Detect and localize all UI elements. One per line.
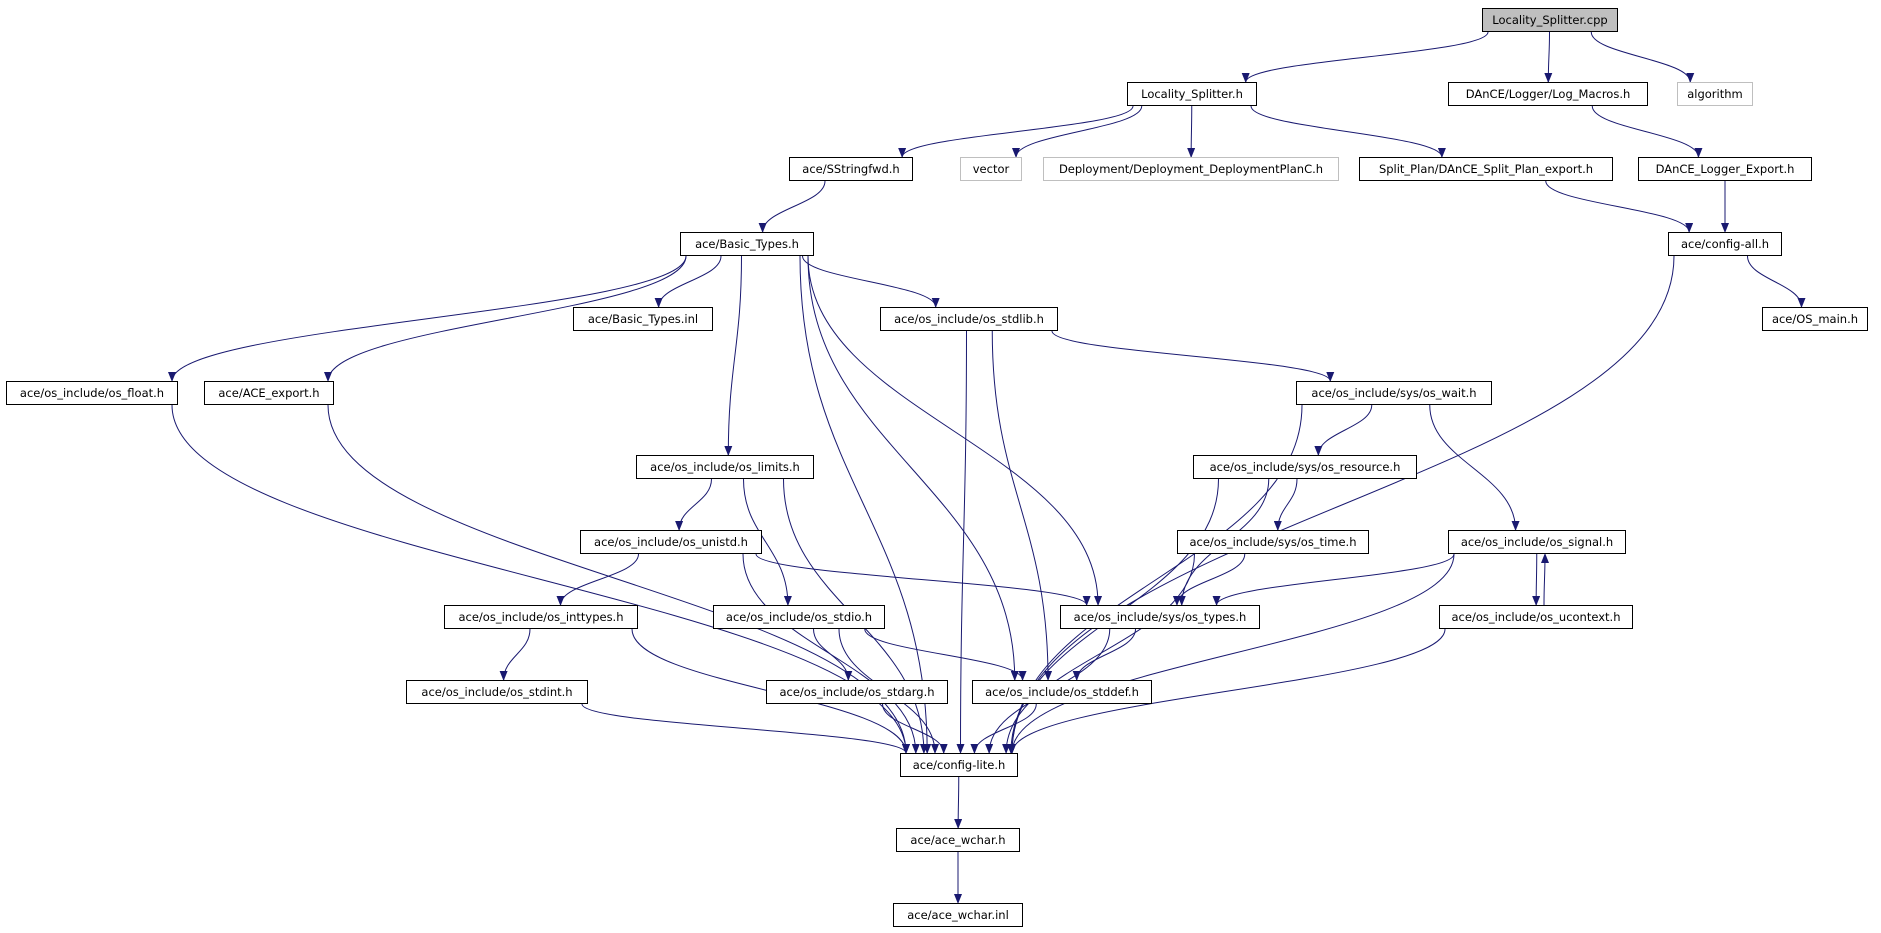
edge-os_ucontext_h-to-config_lite_h (1008, 628, 1446, 754)
node-ace-export-h[interactable]: ace/ACE_export.h (204, 381, 334, 405)
edge-basic_types_h-to-os_float_h (168, 255, 687, 382)
node-os-signal-h[interactable]: ace/os_include/os_signal.h (1448, 530, 1626, 554)
node-vector: vector (960, 157, 1022, 181)
edge-basic_types_h-to-os_types_h (807, 255, 1103, 606)
node-deployment-plan-h: Deployment/Deployment_DeploymentPlanC.h (1043, 157, 1339, 181)
node-algorithm: algorithm (1677, 82, 1753, 106)
edge-log_macros_h-to-logger_export_h (1591, 105, 1703, 158)
edge-os_stdlib_h-to-os_stddef_h (991, 330, 1053, 681)
node-ace-wchar-inl[interactable]: ace/ace_wchar.inl (893, 903, 1023, 927)
edge-config_all_h-to-os_main_h (1747, 255, 1806, 308)
node-locality-splitter-h[interactable]: Locality_Splitter.h (1127, 82, 1257, 106)
edge-os_types_h-to-os_stddef_h (1072, 628, 1136, 681)
node-log-macros-h[interactable]: DAnCE/Logger/Log_Macros.h (1448, 82, 1648, 106)
node-split-plan-export-h[interactable]: Split_Plan/DAnCE_Split_Plan_export.h (1359, 157, 1613, 181)
edge-os_signal_h-to-os_ucontext_h (1532, 553, 1541, 606)
node-sstringfwd-h[interactable]: ace/SStringfwd.h (789, 157, 913, 181)
edge-os_resource_h-to-os_time_h (1273, 478, 1298, 531)
edge-os_stdio_h-to-os_stdarg_h (813, 628, 853, 681)
node-os-unistd-h[interactable]: ace/os_include/os_unistd.h (580, 530, 762, 554)
node-os-limits-h[interactable]: ace/os_include/os_limits.h (636, 455, 814, 479)
edge-os_inttypes_h-to-os_stdint_h (499, 628, 531, 681)
edge-os_limits_h-to-os_stdio_h (743, 478, 792, 606)
node-os-stddef-h[interactable]: ace/os_include/os_stddef.h (972, 680, 1152, 704)
node-os-stdlib-h[interactable]: ace/os_include/os_stdlib.h (880, 307, 1058, 331)
node-os-types-h[interactable]: ace/os_include/sys/os_types.h (1060, 605, 1260, 629)
edge-os_stdlib_h-to-config_lite_h (956, 330, 967, 754)
node-os-stdint-h[interactable]: ace/os_include/os_stdint.h (406, 680, 588, 704)
node-basic-types-h[interactable]: ace/Basic_Types.h (680, 232, 814, 256)
edge-os_wait_h-to-os_signal_h (1429, 404, 1520, 531)
edge-basic_types_h-to-config_lite_h (799, 255, 932, 754)
edge-os_stdlib_h-to-os_wait_h (1051, 330, 1335, 382)
edge-split_plan_export_h-to-config_all_h (1545, 180, 1694, 233)
edge-os_limits_h-to-os_unistd_h (675, 478, 712, 531)
edge-os_stdarg_h-to-config_lite_h (882, 703, 948, 754)
node-os-time-h[interactable]: ace/os_include/sys/os_time.h (1177, 530, 1369, 554)
edge-locality_splitter_h-to-split_plan_export_h (1250, 105, 1446, 158)
edge-config_all_h-to-config_lite_h (1008, 255, 1675, 754)
edge-basic_types_h-to-os_limits_h (724, 255, 742, 456)
edge-locality_splitter_cpp-to-algorithm (1590, 31, 1695, 83)
edge-os_unistd_h-to-os_types_h (755, 553, 1091, 606)
node-os-inttypes-h[interactable]: ace/os_include/os_inttypes.h (444, 605, 638, 629)
edge-basic_types_h-to-basic_types_inl (654, 255, 722, 308)
edge-os_stddef_h-to-config_lite_h (970, 703, 1037, 754)
node-os-main-h[interactable]: ace/OS_main.h (1762, 307, 1868, 331)
edge-basic_types_h-to-os_stddef_h (807, 255, 1019, 681)
edge-os_wait_h-to-os_resource_h (1314, 404, 1373, 456)
node-locality-splitter-cpp[interactable]: Locality_Splitter.cpp (1482, 8, 1618, 32)
node-os-stdio-h[interactable]: ace/os_include/os_stdio.h (713, 605, 885, 629)
edge-os_ucontext_h-to-os_signal_h (1540, 553, 1549, 606)
edge-os_stdint_h-to-config_lite_h (581, 703, 910, 754)
node-os-float-h[interactable]: ace/os_include/os_float.h (6, 381, 178, 405)
edge-sstringfwd_h-to-basic_types_h (758, 180, 826, 233)
node-os-ucontext-h[interactable]: ace/os_include/os_ucontext.h (1439, 605, 1633, 629)
edge-os_signal_h-to-os_types_h (1212, 553, 1455, 606)
node-config-all-h[interactable]: ace/config-all.h (1668, 232, 1782, 256)
node-os-wait-h[interactable]: ace/os_include/sys/os_wait.h (1296, 381, 1492, 405)
edge-config_lite_h-to-ace_wchar_h (954, 776, 963, 829)
edge-basic_types_h-to-ace_export_h (324, 255, 687, 382)
edge-os_unistd_h-to-os_inttypes_h (556, 553, 639, 606)
edge-locality_splitter_h-to-vector (1012, 105, 1143, 158)
edge-os_time_h-to-os_types_h (1172, 553, 1246, 606)
node-logger-export-h[interactable]: DAnCE_Logger_Export.h (1638, 157, 1812, 181)
node-ace-wchar-h[interactable]: ace/ace_wchar.h (896, 828, 1020, 852)
edge-basic_types_h-to-os_stdlib_h (802, 255, 940, 308)
edge-os_signal_h-to-config_lite_h (1008, 553, 1455, 754)
edge-locality_splitter_cpp-to-locality_splitter_h (1241, 31, 1489, 83)
edge-os_stdio_h-to-os_stddef_h (864, 628, 1027, 681)
edge-locality_splitter_cpp-to-log_macros_h (1544, 31, 1553, 83)
node-config-lite-h[interactable]: ace/config-lite.h (900, 753, 1018, 777)
edge-locality_splitter_h-to-deployment_plan_h (1187, 105, 1196, 158)
node-basic-types-inl[interactable]: ace/Basic_Types.inl (573, 307, 713, 331)
node-os-stdarg-h[interactable]: ace/os_include/os_stdarg.h (766, 680, 948, 704)
node-os-resource-h[interactable]: ace/os_include/sys/os_resource.h (1193, 455, 1417, 479)
edge-locality_splitter_h-to-sstringfwd_h (898, 105, 1134, 158)
